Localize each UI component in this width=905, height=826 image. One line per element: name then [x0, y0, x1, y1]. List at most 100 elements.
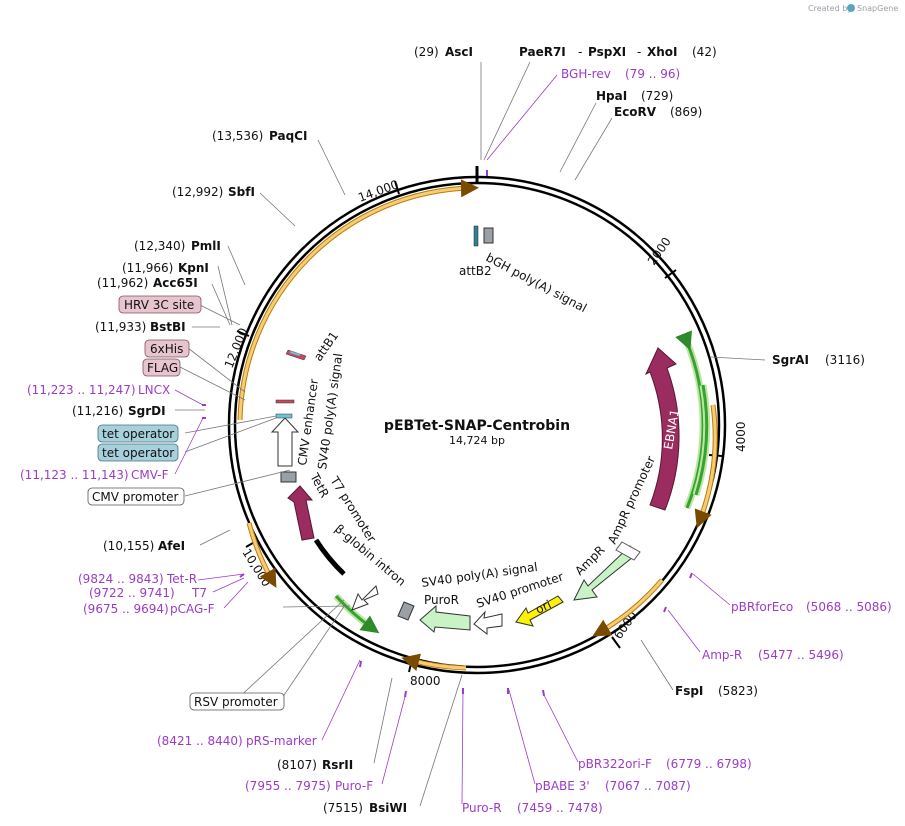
- enzyme-sgrdi[interactable]: SgrDI: [128, 404, 166, 418]
- primer-range-bgh-rev: (79 .. 96): [625, 67, 680, 81]
- separator-dash: -: [578, 45, 582, 59]
- primer-puro-f[interactable]: Puro-F: [335, 779, 373, 793]
- primer-range-tet-r: (9824 .. 9843): [78, 572, 164, 586]
- plasmid-size: 14,724 bp: [449, 434, 505, 447]
- enzyme-pos-hpai: (729): [641, 89, 673, 103]
- orange-feature-bottom: [401, 653, 467, 672]
- enzyme-sgrai[interactable]: SgrAI: [772, 353, 809, 367]
- primer-prs-marker[interactable]: pRS-marker: [246, 734, 317, 748]
- enzyme-pos-pmli: (12,340): [134, 239, 185, 253]
- primer-pbr322ori-f[interactable]: pBR322ori-F: [578, 757, 652, 771]
- green-feature-1: [675, 330, 705, 509]
- enzyme-bsiwi[interactable]: BsiWI: [369, 801, 407, 815]
- cmv-promoter-box: [87, 487, 185, 506]
- ebna1-arrow: [644, 347, 680, 511]
- attb1-mark: [285, 349, 307, 361]
- enzyme-fspi[interactable]: FspI: [675, 684, 703, 698]
- primer-range-pbrforeco: (5068 .. 5086): [806, 600, 892, 614]
- enzyme-kpni[interactable]: KpnI: [178, 261, 209, 275]
- rsv-promoter-label[interactable]: RSV promoter: [194, 695, 278, 709]
- enzyme-xhoi[interactable]: XhoI: [647, 45, 678, 59]
- flag-label[interactable]: FLAG: [147, 361, 178, 375]
- tet-operator-label-1[interactable]: tet operator: [102, 427, 174, 441]
- primer-puro-r[interactable]: Puro-R: [462, 801, 502, 815]
- enzyme-afei[interactable]: AfeI: [158, 539, 185, 553]
- ampr-promoter-label: AmpR promoter: [605, 454, 658, 546]
- enzyme-acc65i[interactable]: Acc65I: [153, 276, 198, 290]
- primer-range-t7: (9722 .. 9741): [89, 586, 175, 600]
- enzyme-pos-afei: (10,155): [103, 539, 154, 553]
- primer-t7[interactable]: T7: [191, 586, 207, 600]
- credit-text: Created by: [808, 4, 852, 13]
- enzyme-pos-rsrii: (8107): [277, 758, 317, 772]
- enzyme-pos-acc65i: (11,962): [97, 276, 148, 290]
- attb2-label: attB2: [459, 264, 492, 278]
- primer-pbrforeco[interactable]: pBRforEco: [731, 600, 793, 614]
- enzyme-pmli[interactable]: PmlI: [191, 239, 221, 253]
- enzyme-pos-sgrai: (3116): [825, 353, 865, 367]
- primer-range-pcag-f: (9675 .. 9694): [83, 602, 169, 616]
- enzyme-pos-fspi: (5823): [718, 684, 758, 698]
- enzyme-paer7i[interactable]: PaeR7I: [519, 45, 566, 59]
- bgh-polya-box: [483, 227, 494, 244]
- enzyme-bstbi[interactable]: BstBI: [150, 320, 186, 334]
- enzyme-pos-bsiwi: (7515): [323, 801, 363, 815]
- credit-brand: SnapGene: [857, 4, 898, 13]
- sv40-polya2-label: SV40 poly(A) signal: [315, 352, 345, 470]
- sv40-polya-box: [397, 601, 415, 621]
- primer-tet-r[interactable]: Tet-R: [166, 572, 197, 586]
- ampr-promoter-box: [615, 541, 641, 561]
- tick-mark: [236, 330, 250, 337]
- tetr-arrow: [287, 485, 315, 541]
- enzyme-pspxi[interactable]: PspXI: [588, 45, 626, 59]
- enzyme-rsrii[interactable]: RsrII: [322, 758, 353, 772]
- primer-range-cmv-f: (11,123 .. 11,143): [20, 468, 129, 482]
- green-feature-3: [334, 594, 380, 634]
- primer-bgh-rev[interactable]: BGH-rev: [561, 67, 611, 81]
- beta-globin-arrow: [351, 585, 379, 611]
- orange-feature-large: [238, 179, 479, 421]
- enzyme-asci[interactable]: AscI: [445, 45, 473, 59]
- hrv3c-label[interactable]: HRV 3C site: [124, 298, 194, 312]
- intron-line: [313, 538, 346, 576]
- flag-box: [142, 358, 181, 377]
- ori-arrow: [515, 595, 564, 627]
- tick-mark: [664, 269, 677, 279]
- tick-label-8000: 8000: [410, 674, 441, 688]
- enzyme-pos-kpni: (11,966): [122, 261, 173, 275]
- primer-pcag-f[interactable]: pCAG-F: [170, 602, 215, 616]
- primer-ticks: [202, 170, 693, 698]
- sv40-promoter-arrow: [473, 610, 503, 636]
- leader-lines: [175, 61, 766, 807]
- flag-mark: [275, 399, 295, 404]
- primer-lncx[interactable]: LNCX: [138, 383, 170, 397]
- puror-label: PuroR: [424, 593, 459, 607]
- green-feature-2: [694, 384, 709, 496]
- 6xhis-label[interactable]: 6xHis: [150, 342, 183, 356]
- enzyme-paqci[interactable]: PaqCI: [269, 129, 307, 143]
- primer-range-puro-f: (7955 .. 7975): [245, 779, 331, 793]
- enzyme-pos-paqci: (13,536): [212, 129, 263, 143]
- orange-feature-lr: [592, 579, 664, 637]
- orange-feature-right: [694, 404, 717, 529]
- cmv-enhancer-arrow: [270, 417, 300, 467]
- enzyme-sbfi[interactable]: SbfI: [228, 185, 255, 199]
- tick-mark: [394, 180, 400, 195]
- plasmid-name: pEBTet-SNAP-Centrobin: [384, 418, 570, 434]
- enzyme-ecorv[interactable]: EcoRV: [614, 105, 657, 119]
- primer-leader-lines: [174, 74, 731, 805]
- primer-cmv-f[interactable]: CMV-F: [131, 468, 169, 482]
- rsv-promoter-box: [189, 692, 285, 711]
- tet-operator-box-2: [97, 443, 179, 462]
- primer-amp-r[interactable]: Amp-R: [702, 648, 742, 662]
- tet-operator-label-2[interactable]: tet operator: [102, 446, 174, 460]
- enzyme-pos-ecorv: (869): [670, 105, 702, 119]
- cmv-promoter-label[interactable]: CMV promoter: [92, 490, 179, 504]
- primer-pbabe-3[interactable]: pBABE 3': [535, 779, 590, 793]
- enzyme-hpai[interactable]: HpaI: [596, 89, 627, 103]
- ebna1-label: EBNA1: [661, 408, 682, 450]
- primer-range-puro-r: (7459 .. 7478): [517, 801, 603, 815]
- snapgene-logo-icon: [847, 4, 855, 12]
- enzyme-pos-asci: (29): [414, 45, 439, 59]
